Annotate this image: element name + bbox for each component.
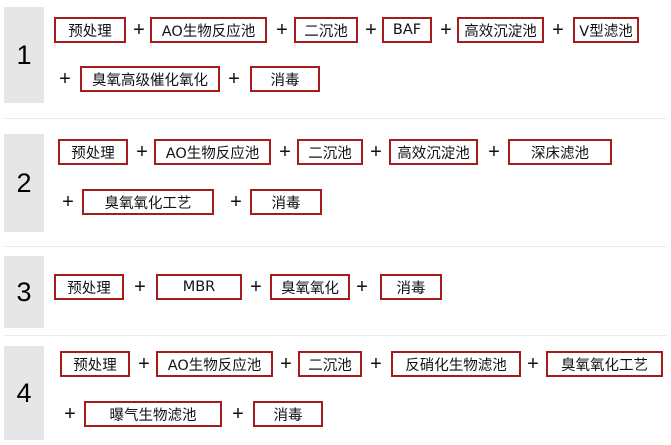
process-step: AO生物反应池 [156,351,273,377]
process-step: V型滤池 [573,17,639,43]
flow-row: + 臭氧氧化工艺 + 消毒 [52,186,671,220]
plus-sign: + [370,140,382,163]
flow-number-badge: 4 [4,346,44,440]
process-step: 高效沉淀池 [389,139,478,165]
process-step: 二沉池 [297,139,363,165]
section-divider [4,118,667,119]
process-step: 反硝化生物滤池 [391,351,521,377]
plus-sign: + [62,190,74,213]
process-step: 消毒 [250,189,322,215]
section-divider [4,335,667,336]
plus-sign: + [488,140,500,163]
flow-row: + 臭氧高级催化氧化 + 消毒 [52,63,671,97]
plus-sign: + [250,275,262,298]
plus-sign: + [365,18,377,41]
plus-sign: + [440,18,452,41]
plus-sign: + [527,352,539,375]
process-step: AO生物反应池 [154,139,271,165]
plus-sign: + [232,402,244,425]
process-step: 臭氧氧化工艺 [546,351,663,377]
process-step: 消毒 [250,66,320,92]
flow-number-badge: 2 [4,134,44,232]
plus-sign: + [59,67,71,90]
plus-sign: + [552,18,564,41]
process-step: BAF [382,17,432,43]
flow-row: 预处理 + MBR + 臭氧氧化 + 消毒 [52,271,671,305]
process-step: 臭氧氧化工艺 [82,189,214,215]
flow-row: 预处理 + AO生物反应池 + 二沉池 + 高效沉淀池 + 深床滤池 [52,136,671,170]
process-step: 消毒 [253,401,323,427]
process-step: 臭氧高级催化氧化 [80,66,220,92]
flow-row: 预处理 + AO生物反应池 + 二沉池 + BAF + 高效沉淀池 + V型滤池 [52,14,671,48]
process-step: 二沉池 [298,351,362,377]
plus-sign: + [279,140,291,163]
process-step: 曝气生物滤池 [84,401,222,427]
process-step: 消毒 [380,274,442,300]
plus-sign: + [228,67,240,90]
plus-sign: + [134,275,146,298]
plus-sign: + [230,190,242,213]
flow-number-badge: 1 [4,7,44,103]
plus-sign: + [133,18,145,41]
plus-sign: + [280,352,292,375]
flow-row: 预处理 + AO生物反应池 + 二沉池 + 反硝化生物滤池 + 臭氧氧化工艺 [52,348,671,382]
process-step: AO生物反应池 [150,17,267,43]
plus-sign: + [136,140,148,163]
process-step: 预处理 [60,351,130,377]
flow-row: + 曝气生物滤池 + 消毒 [52,398,671,432]
process-step: 二沉池 [294,17,358,43]
flow-section-1: 1 预处理 + AO生物反应池 + 二沉池 + BAF + 高效沉淀池 + V型… [0,0,671,110]
flow-section-4: 4 预处理 + AO生物反应池 + 二沉池 + 反硝化生物滤池 + 臭氧氧化工艺… [0,340,671,444]
process-step: 臭氧氧化 [270,274,350,300]
plus-sign: + [64,402,76,425]
process-step: MBR [156,274,242,300]
flow-number-badge: 3 [4,256,44,328]
process-step: 高效沉淀池 [457,17,544,43]
process-step: 预处理 [54,274,124,300]
flow-section-3: 3 预处理 + MBR + 臭氧氧化 + 消毒 [0,252,671,330]
process-step: 深床滤池 [508,139,612,165]
section-divider [4,246,667,247]
process-step: 预处理 [54,17,126,43]
plus-sign: + [138,352,150,375]
flow-section-2: 2 预处理 + AO生物反应池 + 二沉池 + 高效沉淀池 + 深床滤池 + 臭… [0,128,671,240]
process-step: 预处理 [58,139,128,165]
plus-sign: + [356,275,368,298]
plus-sign: + [370,352,382,375]
plus-sign: + [276,18,288,41]
